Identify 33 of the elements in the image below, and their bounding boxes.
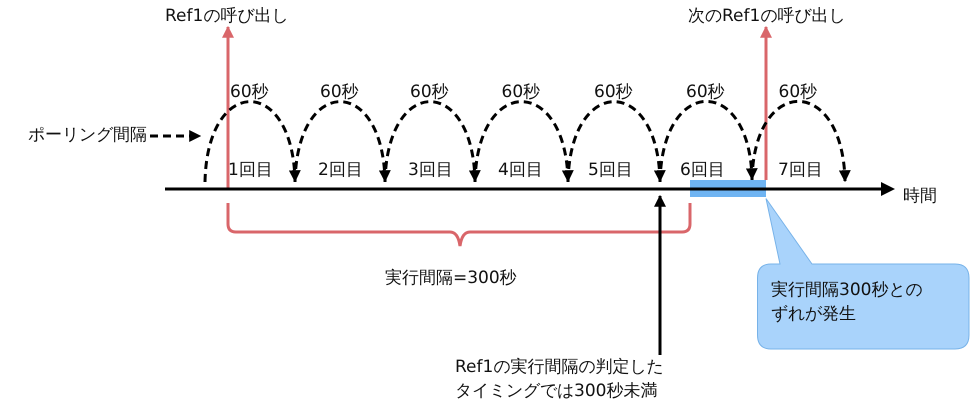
callout-text: 実行間隔300秒とのずれが発生 xyxy=(771,279,924,326)
count-label: 2回目 xyxy=(318,160,363,181)
edge-label: 60秒 xyxy=(320,82,359,103)
edge-label: 60秒 xyxy=(230,82,269,103)
interval-label: 実行間隔=300秒 xyxy=(385,268,517,289)
arrow xyxy=(150,130,202,142)
count-label: 3回目 xyxy=(408,160,453,181)
edge-label: 60秒 xyxy=(410,82,449,103)
annotation-text: ポーリング間隔 xyxy=(28,125,147,146)
count-label: 4回目 xyxy=(498,160,543,181)
annotation-text: 次のRef1の呼び出し xyxy=(688,6,846,27)
dashed-arc-arrow xyxy=(384,100,480,182)
count-label: 7回目 xyxy=(778,160,823,181)
annotation-text: Ref1の呼び出し xyxy=(165,6,288,27)
edge-label: 60秒 xyxy=(686,82,725,103)
time-axis xyxy=(165,182,895,196)
count-label: 1回目 xyxy=(228,160,273,181)
annotation-text: Ref1の実行間隔の判定したタイミングでは300秒未満 xyxy=(455,355,667,403)
count-label: 6回目 xyxy=(680,160,725,181)
arrow xyxy=(222,26,234,189)
dashed-arc-arrow xyxy=(566,100,665,182)
edge-label: 60秒 xyxy=(594,82,633,103)
count-label: 5回目 xyxy=(588,160,633,181)
edge-label: 60秒 xyxy=(502,82,540,103)
arrow xyxy=(760,26,772,180)
dashed-arc-arrow xyxy=(294,100,390,182)
axis-label: 時間 xyxy=(903,186,937,207)
dashed-arc-arrow xyxy=(750,100,850,182)
dashed-arc-arrow xyxy=(204,100,300,182)
arrow xyxy=(654,194,666,355)
dashed-arc-arrow xyxy=(658,100,757,182)
edge-label: 60秒 xyxy=(778,82,818,103)
dashed-arc-arrow xyxy=(474,100,573,182)
